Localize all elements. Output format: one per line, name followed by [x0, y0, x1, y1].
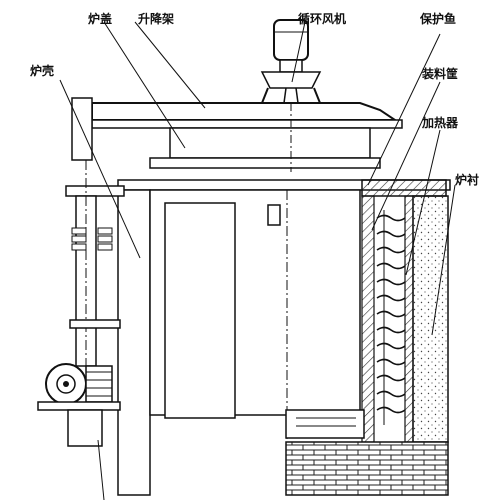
protective-cover — [361, 179, 447, 197]
label-furnace-lining: 炉衬 — [455, 173, 480, 187]
label-furnace-shell: 炉壳 — [30, 64, 55, 78]
circulation-fan — [260, 19, 322, 172]
label-protective-cover: 保护鱼 — [420, 12, 457, 26]
label-heater: 加热器 — [422, 116, 459, 130]
furnace-shell — [117, 179, 451, 496]
leader-lines — [59, 21, 456, 501]
charging-basket — [285, 409, 365, 439]
lifting-frame — [37, 97, 125, 447]
furnace-lining — [361, 195, 449, 443]
label-circulation-fan: 循环风机 — [298, 12, 347, 26]
label-charging-basket: 装料筐 — [422, 67, 459, 81]
heater-coils — [376, 210, 406, 425]
furnace-base — [285, 441, 449, 496]
furnace-cover — [91, 102, 403, 169]
label-lifting-frame: 升降架 — [138, 12, 175, 26]
label-furnace-cover: 炉盖 — [88, 12, 113, 26]
